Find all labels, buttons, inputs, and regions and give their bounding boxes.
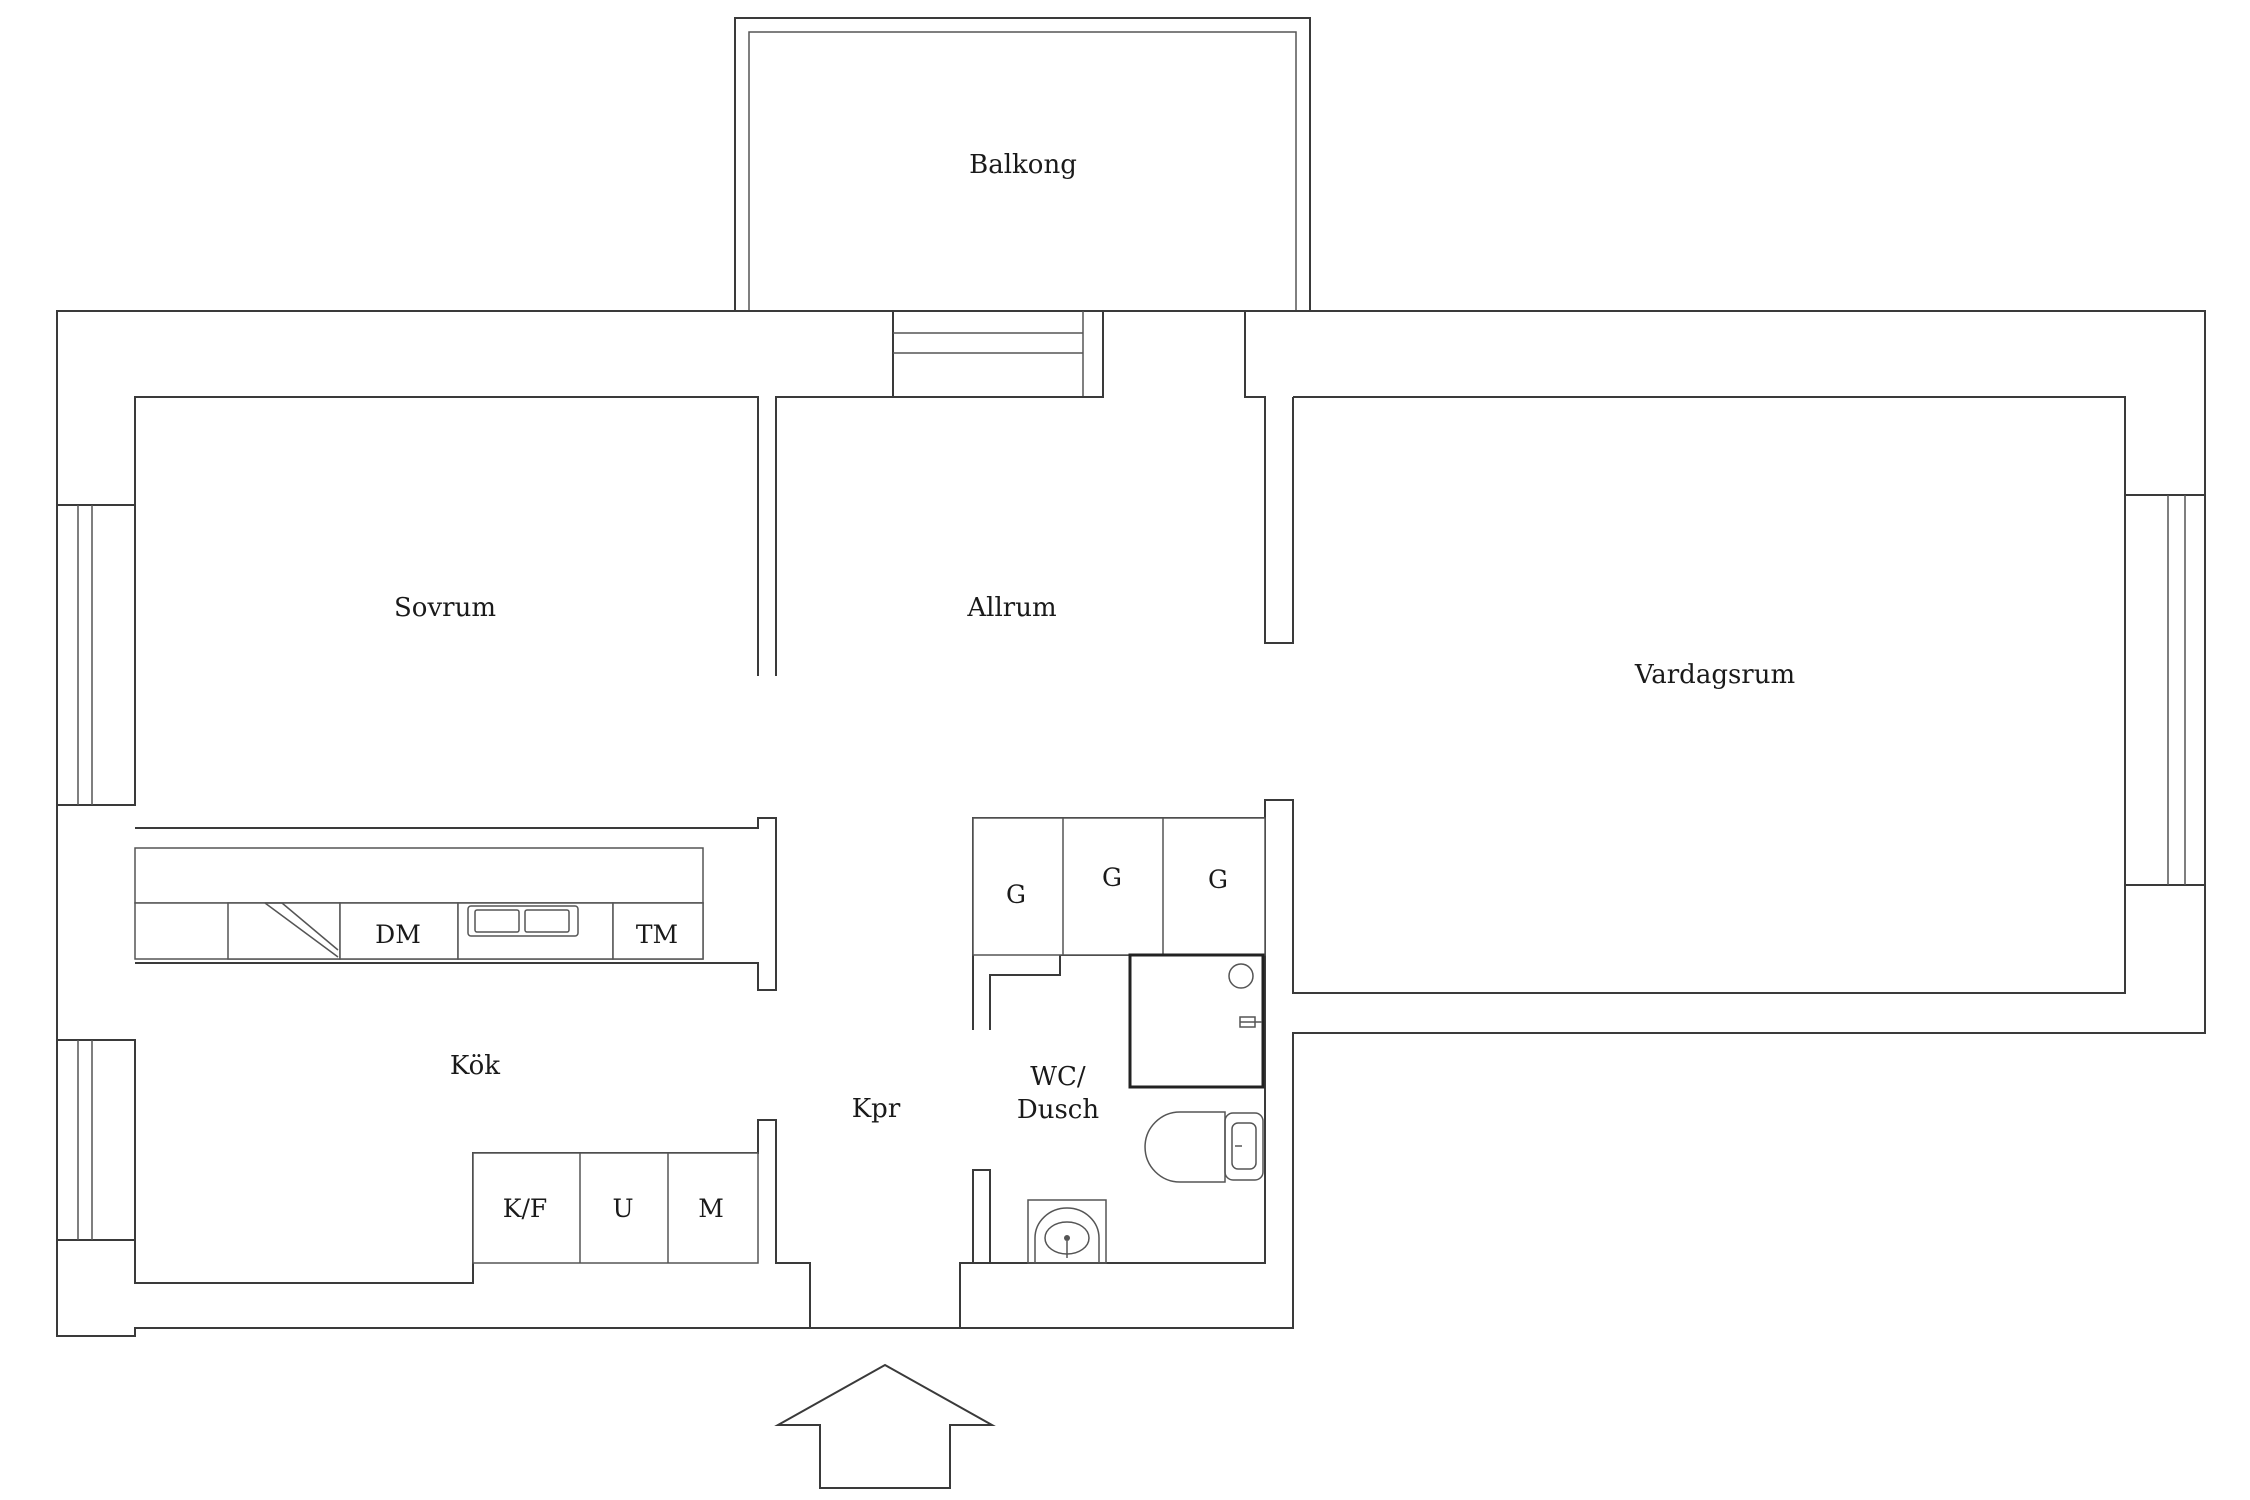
fixture-label-kf: K/F [503, 1194, 547, 1223]
washbasin [1027, 1199, 1107, 1264]
wardrobes [972, 817, 1266, 956]
room-label-dusch: Dusch [1017, 1095, 1099, 1125]
room-label-vardagsrum: Vardagsrum [1634, 660, 1795, 690]
kitchen-counter [134, 847, 704, 960]
window-left-lower [56, 1039, 136, 1241]
fixture-label-u: U [612, 1194, 633, 1223]
room-label-kok: Kök [450, 1051, 500, 1081]
toilet [1144, 1111, 1264, 1183]
window-right [2124, 494, 2206, 886]
shower [1128, 953, 1265, 1089]
fixture-label-g1: G [1006, 880, 1026, 909]
kitchen-lower-units [472, 1152, 759, 1264]
fixture-label-g3: G [1208, 865, 1228, 894]
room-label-allrum: Allrum [966, 593, 1056, 623]
room-label-wc: WC/ [1030, 1062, 1086, 1092]
balcony-door [892, 310, 1104, 398]
room-label-balkong: Balkong [969, 150, 1077, 180]
room-label-sovrum: Sovrum [394, 593, 496, 623]
window-left-upper [56, 504, 136, 806]
entrance-arrow-icon [774, 1363, 996, 1489]
room-label-kpr: Kpr [852, 1094, 901, 1124]
fixture-label-dm: DM [375, 920, 421, 949]
fixture-label-tm: TM [636, 920, 678, 949]
fixture-label-g2: G [1102, 863, 1122, 892]
fixture-label-m: M [698, 1194, 724, 1223]
